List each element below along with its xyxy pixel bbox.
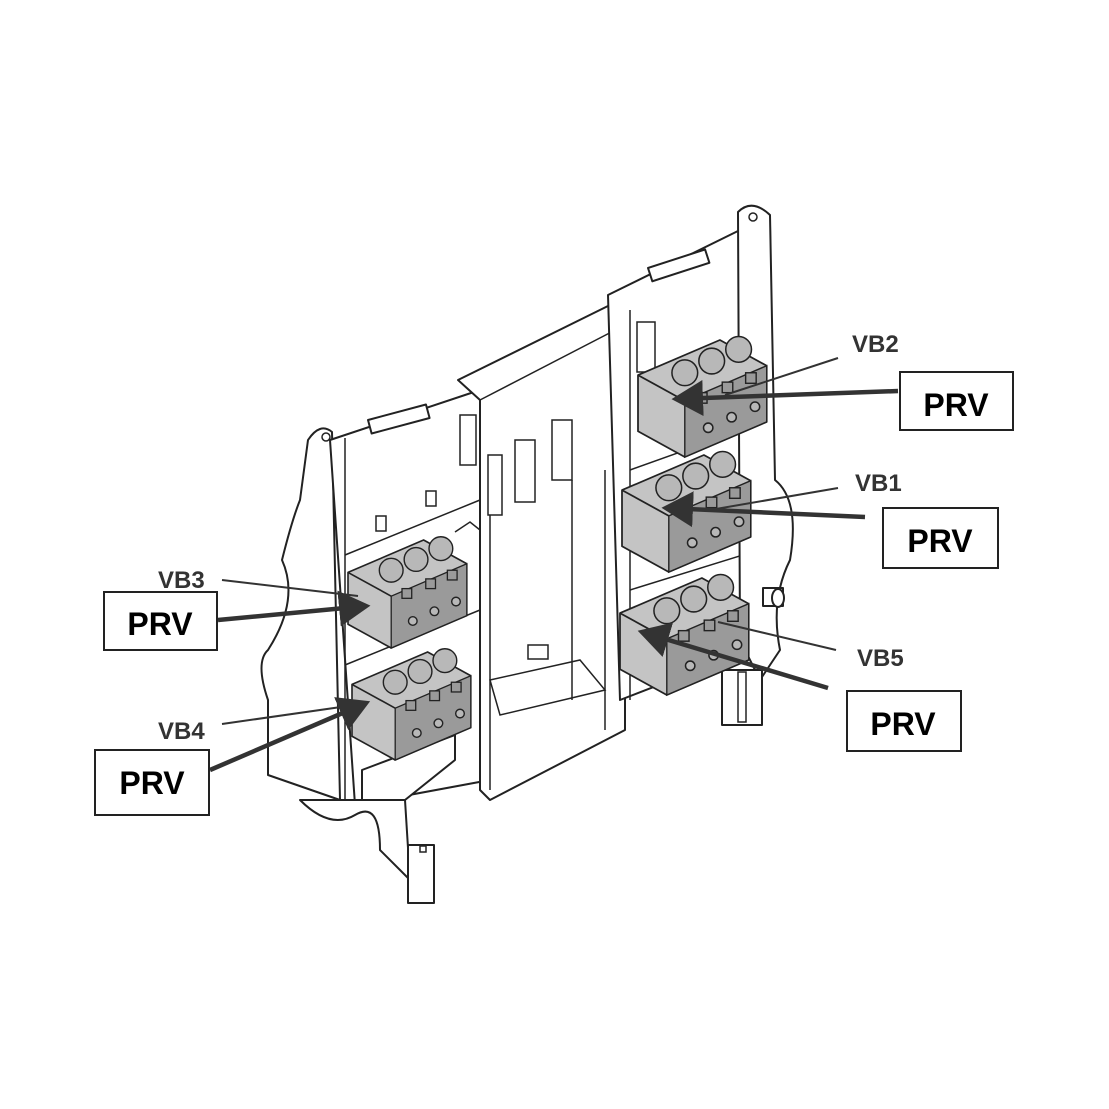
prv-box <box>94 749 210 816</box>
prv-box <box>899 371 1014 431</box>
vb-label: VB3 <box>158 567 205 594</box>
vb-label: VB1 <box>855 470 902 497</box>
prv-box <box>882 507 999 569</box>
callout-vb3: VB3 PRV <box>103 567 371 651</box>
prv-box <box>846 690 962 752</box>
callout-vb2: VB2 PRV <box>671 331 1014 431</box>
frame-structure <box>260 204 794 904</box>
callout-vb4: VB4 PRV <box>94 697 371 816</box>
prv-label: PRV <box>119 765 185 801</box>
vb-label: VB5 <box>857 645 904 672</box>
vb-label: VB4 <box>158 718 205 745</box>
prv-label: PRV <box>870 706 936 742</box>
prv-label: PRV <box>923 387 989 423</box>
vb-label: VB2 <box>852 331 899 358</box>
callout-vb1: VB1 PRV <box>661 470 999 569</box>
prv-box <box>103 591 218 651</box>
prv-label: PRV <box>907 523 973 559</box>
callout-vb5: VB5 PRV <box>637 621 962 752</box>
prv-label: PRV <box>127 606 193 642</box>
